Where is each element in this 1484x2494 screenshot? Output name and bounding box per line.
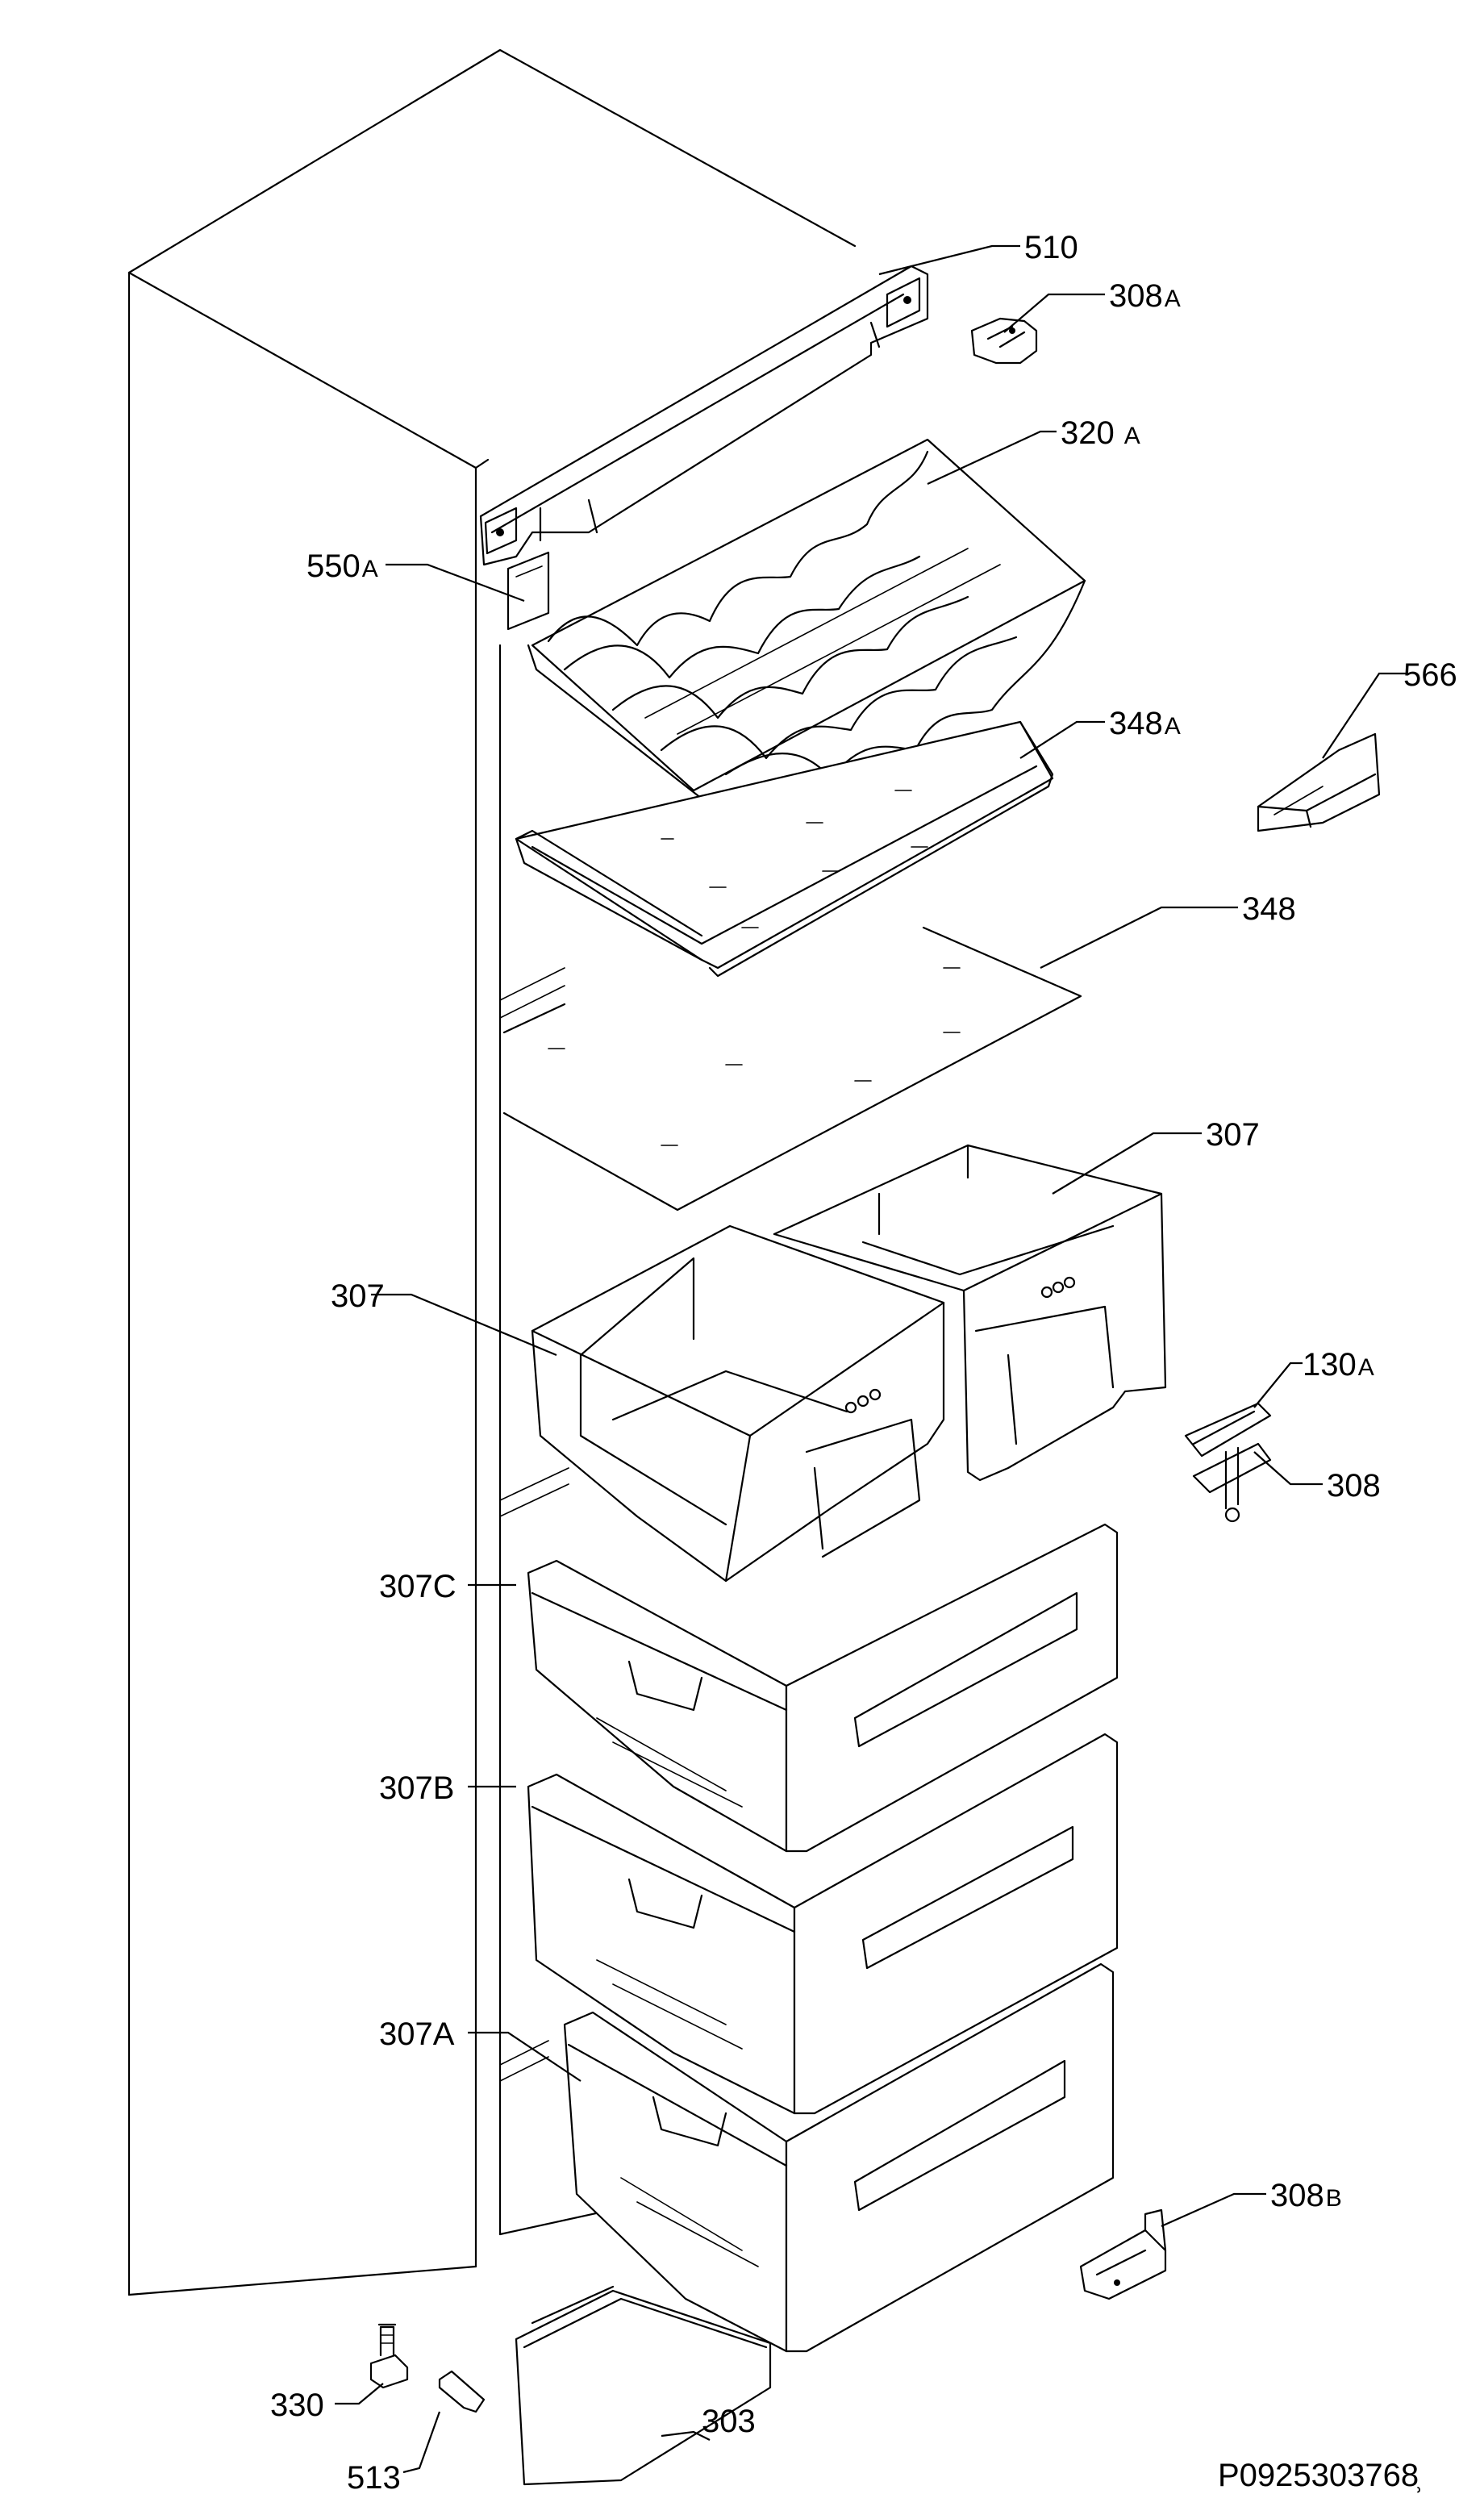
label-566: 566 — [1403, 657, 1457, 693]
label-307B: 307B — [379, 1770, 454, 1806]
label-330: 330 — [270, 2388, 324, 2423]
drawing-code: P0925303768̹ — [1218, 2458, 1420, 2493]
label-308A: 308A — [1109, 278, 1181, 314]
part-513-clip — [438, 2370, 486, 2413]
part-307A-drawer — [563, 1962, 1115, 2353]
part-510-top-trim — [479, 265, 929, 566]
part-130A-308-hinge — [1184, 1402, 1272, 1523]
part-307-right-bin — [773, 1144, 1167, 1482]
label-303: 303 — [702, 2404, 756, 2439]
part-320A-wine-rack — [527, 438, 1086, 800]
label-348: 348 — [1242, 891, 1296, 927]
label-307C: 307C — [379, 1569, 456, 1604]
label-307-right: 307 — [1206, 1117, 1260, 1153]
part-330-adjustable-foot — [369, 2323, 409, 2389]
label-308: 308 — [1327, 1468, 1381, 1503]
label-550A: 550A — [306, 548, 378, 584]
part-303-plinth — [515, 2285, 772, 2486]
label-308B: 308B — [1270, 2178, 1342, 2213]
label-348A: 348A — [1109, 706, 1181, 741]
part-308A-top-hinge — [970, 317, 1038, 365]
cabinet-body — [127, 48, 857, 2296]
label-513: 513 — [347, 2460, 401, 2494]
part-566-bracket — [1257, 732, 1381, 832]
part-348-glass-shelf — [502, 926, 1082, 1212]
part-307C-drawer — [527, 1523, 1119, 1853]
label-307A: 307A — [379, 2016, 455, 2052]
label-510: 510 — [1024, 230, 1078, 265]
part-308B-bottom-hinge — [1079, 2208, 1167, 2300]
part-307-left-bin — [531, 1224, 945, 1583]
part-348A-glass-shelf — [515, 720, 1054, 978]
label-130A: 130A — [1303, 1347, 1374, 1383]
part-550A-plate — [506, 551, 550, 631]
label-307-left: 307 — [331, 1278, 385, 1314]
part-307B-drawer — [527, 1733, 1119, 2115]
